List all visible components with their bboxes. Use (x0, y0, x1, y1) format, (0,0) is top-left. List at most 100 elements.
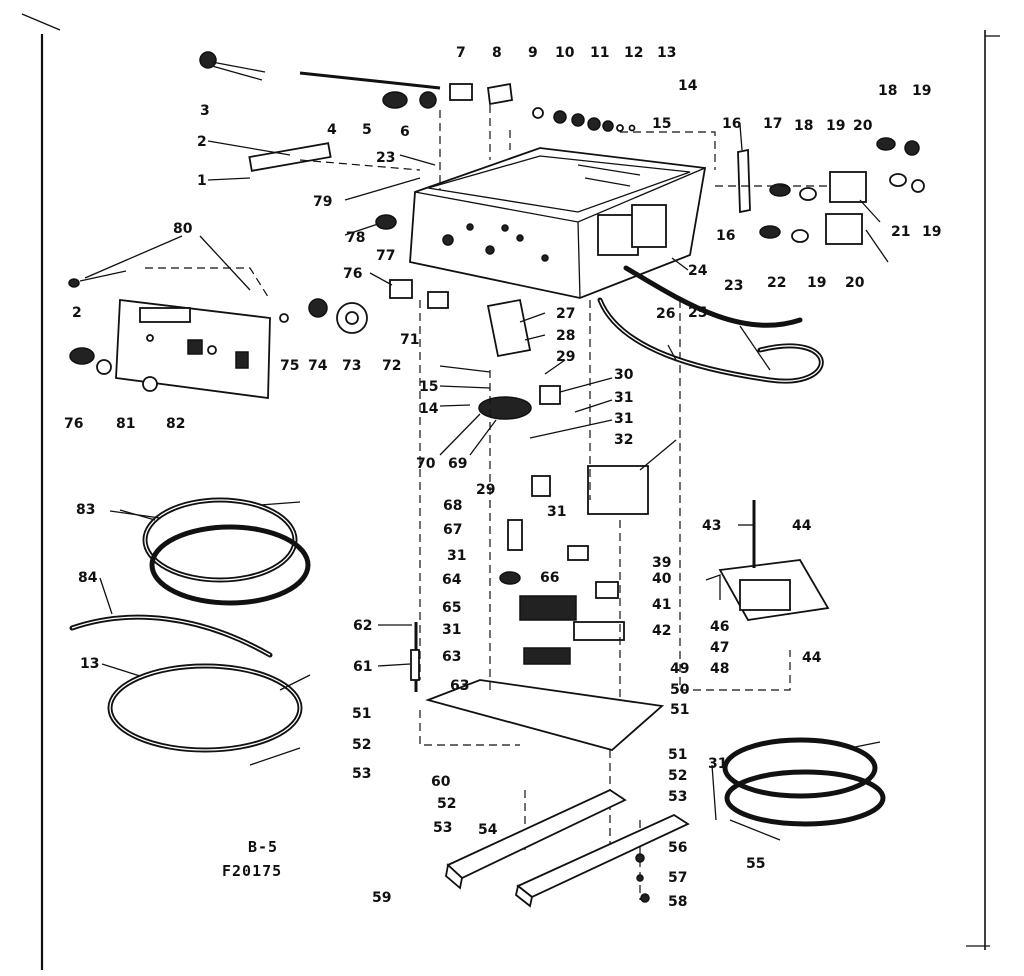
callout-label: 1 (197, 173, 207, 189)
callout-label: 60 (431, 774, 451, 790)
callout-label: 52 (352, 737, 371, 753)
drawing-ref-label: B-5 (248, 838, 278, 856)
cable-assemblies (69, 265, 886, 841)
callout-label: 51 (352, 706, 371, 722)
callout-label: 61 (353, 659, 372, 675)
top-hardware-parts (199, 51, 636, 172)
callout-label: 19 (912, 83, 931, 99)
callout-label: 63 (442, 649, 461, 665)
callout-label: 19 (807, 275, 826, 291)
callout-label: 49 (670, 661, 689, 677)
callout-label: 23 (724, 278, 743, 294)
callout-label: 66 (540, 570, 559, 586)
callout-label: 55 (746, 856, 765, 872)
callout-label: 70 (416, 456, 436, 472)
callout-label: 12 (624, 45, 643, 61)
callout-label: 7 (456, 45, 466, 61)
callout-label: 22 (767, 275, 786, 291)
callout-label: 4 (327, 122, 337, 138)
callout-label: 52 (668, 768, 687, 784)
callout-label: 9 (528, 45, 538, 61)
callout-label: 26 (656, 306, 675, 322)
callout-label: 27 (556, 306, 575, 322)
callout-label: 53 (433, 820, 452, 836)
callout-label: 65 (442, 600, 461, 616)
callout-label: 14 (419, 401, 439, 417)
assembly-dashed-lines (145, 105, 830, 900)
switch-components (279, 214, 449, 334)
callout-label: 42 (652, 623, 671, 639)
drawing-reference: B-5 F20175 (222, 838, 282, 880)
callout-label: 31 (614, 411, 633, 427)
callout-label: 76 (64, 416, 83, 432)
callout-label: 2 (72, 305, 82, 321)
callout-label: 80 (173, 221, 193, 237)
callout-label: 31 (614, 390, 633, 406)
callout-label: 15 (419, 379, 438, 395)
callout-label: 31 (447, 548, 466, 564)
callout-label: 13 (80, 656, 99, 672)
callout-label: 75 (280, 358, 299, 374)
callout-label: 44 (802, 650, 822, 666)
callout-label: 19 (826, 118, 845, 134)
callout-label: 77 (376, 248, 395, 264)
callout-label: 56 (668, 840, 687, 856)
callout-label: 14 (678, 78, 698, 94)
callout-label: 16 (716, 228, 735, 244)
callout-label: 51 (670, 702, 689, 718)
callout-label: 3 (200, 103, 210, 119)
cabinet-housing (409, 147, 707, 299)
callout-label: 58 (668, 894, 687, 910)
callout-label: 10 (555, 45, 575, 61)
callout-labels: 1 2 2 3 4 5 6 7 8 9 10 11 12 13 14 15 16… (64, 45, 941, 910)
base-rails (445, 788, 690, 908)
callout-label: 52 (437, 796, 456, 812)
callout-label: 53 (352, 766, 371, 782)
callout-label: 11 (590, 45, 609, 61)
callout-label: 64 (442, 572, 462, 588)
callout-label: 78 (346, 230, 365, 246)
callout-label: 2 (197, 134, 207, 150)
callout-label: 48 (710, 661, 729, 677)
callout-label: 59 (372, 890, 391, 906)
callout-label: 79 (313, 194, 332, 210)
callout-label: 23 (376, 150, 395, 166)
callout-label: 18 (878, 83, 897, 99)
callout-label: 50 (670, 682, 690, 698)
callout-label: 54 (478, 822, 498, 838)
callout-label: 32 (614, 432, 633, 448)
callout-label: 44 (792, 518, 812, 534)
callout-label: 71 (400, 332, 419, 348)
callout-label: 20 (845, 275, 865, 291)
relay-assembly (737, 137, 925, 263)
callout-label: 31 (442, 622, 461, 638)
callout-label: 30 (614, 367, 634, 383)
drawing-number-label: F20175 (222, 862, 282, 880)
callout-label: 67 (443, 522, 462, 538)
callout-label: 47 (710, 640, 729, 656)
callout-label: 82 (166, 416, 185, 432)
callout-label: 73 (342, 358, 361, 374)
callout-label: 43 (702, 518, 721, 534)
callout-label: 69 (448, 456, 467, 472)
callout-label: 57 (668, 870, 687, 886)
callout-label: 83 (76, 502, 95, 518)
callout-label: 46 (710, 619, 729, 635)
callout-label: 28 (556, 328, 575, 344)
callout-label: 19 (922, 224, 941, 240)
callout-label: 29 (476, 482, 495, 498)
page-border (21, 13, 1000, 970)
callout-label: 6 (400, 124, 410, 140)
callout-label: 13 (657, 45, 676, 61)
callout-label: 68 (443, 498, 462, 514)
callout-label: 41 (652, 597, 671, 613)
callout-label: 25 (688, 305, 707, 321)
callout-leaders (84, 124, 771, 821)
callout-label: 74 (308, 358, 328, 374)
callout-label: 17 (763, 116, 782, 132)
callout-label: 63 (450, 678, 469, 694)
callout-label: 29 (556, 349, 575, 365)
callout-label: 39 (652, 555, 671, 571)
callout-label: 18 (794, 118, 813, 134)
